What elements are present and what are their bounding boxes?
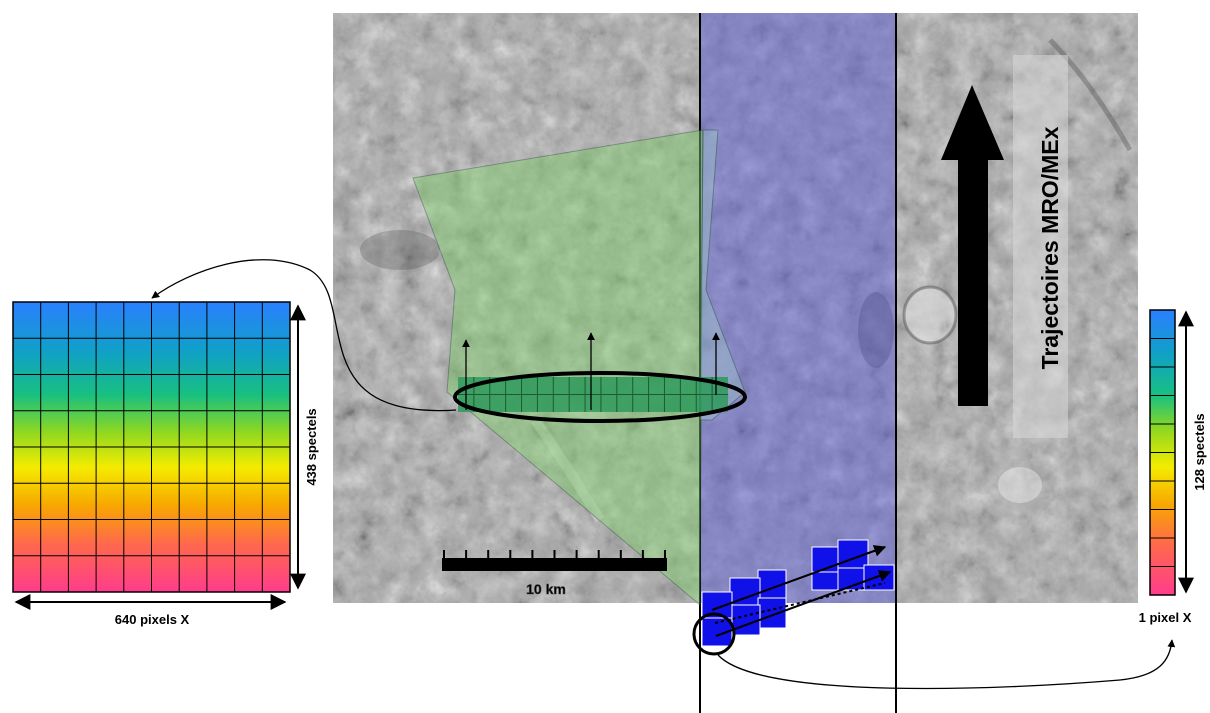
scale-bar: 10 km <box>442 550 667 597</box>
trajectory-label-bg <box>1013 55 1068 438</box>
trajectory-label: Trajectoires MRO/MEx <box>1037 126 1063 369</box>
omega-track-arrow-dotted <box>714 582 886 624</box>
omega-detector-column <box>1149 309 1176 596</box>
crism-swath-band <box>458 377 728 412</box>
crism-footprint <box>412 129 704 607</box>
curved-link-arrow-crism <box>151 259 457 412</box>
left-grid-width-label: 640 pixels X <box>115 612 190 627</box>
curved-link-arrow-omega <box>717 639 1176 690</box>
trajectory-arrow-icon <box>941 85 1004 406</box>
omega-track-arrow <box>715 570 892 637</box>
crism-band-highlight <box>453 371 747 423</box>
left-grid-height-label: 438 spectels <box>304 408 319 485</box>
crism-footprint-extension <box>699 129 746 421</box>
right-column-height-label: 128 spectels <box>1192 413 1207 490</box>
right-column-width-label: 1 pixel X <box>1139 610 1192 625</box>
omega-swath <box>700 13 896 603</box>
crism-detector-grid <box>12 301 291 593</box>
omega-pixel-highlight <box>692 612 736 656</box>
scale-bar-label: 10 km <box>526 581 566 597</box>
omega-track-arrow <box>711 545 887 611</box>
